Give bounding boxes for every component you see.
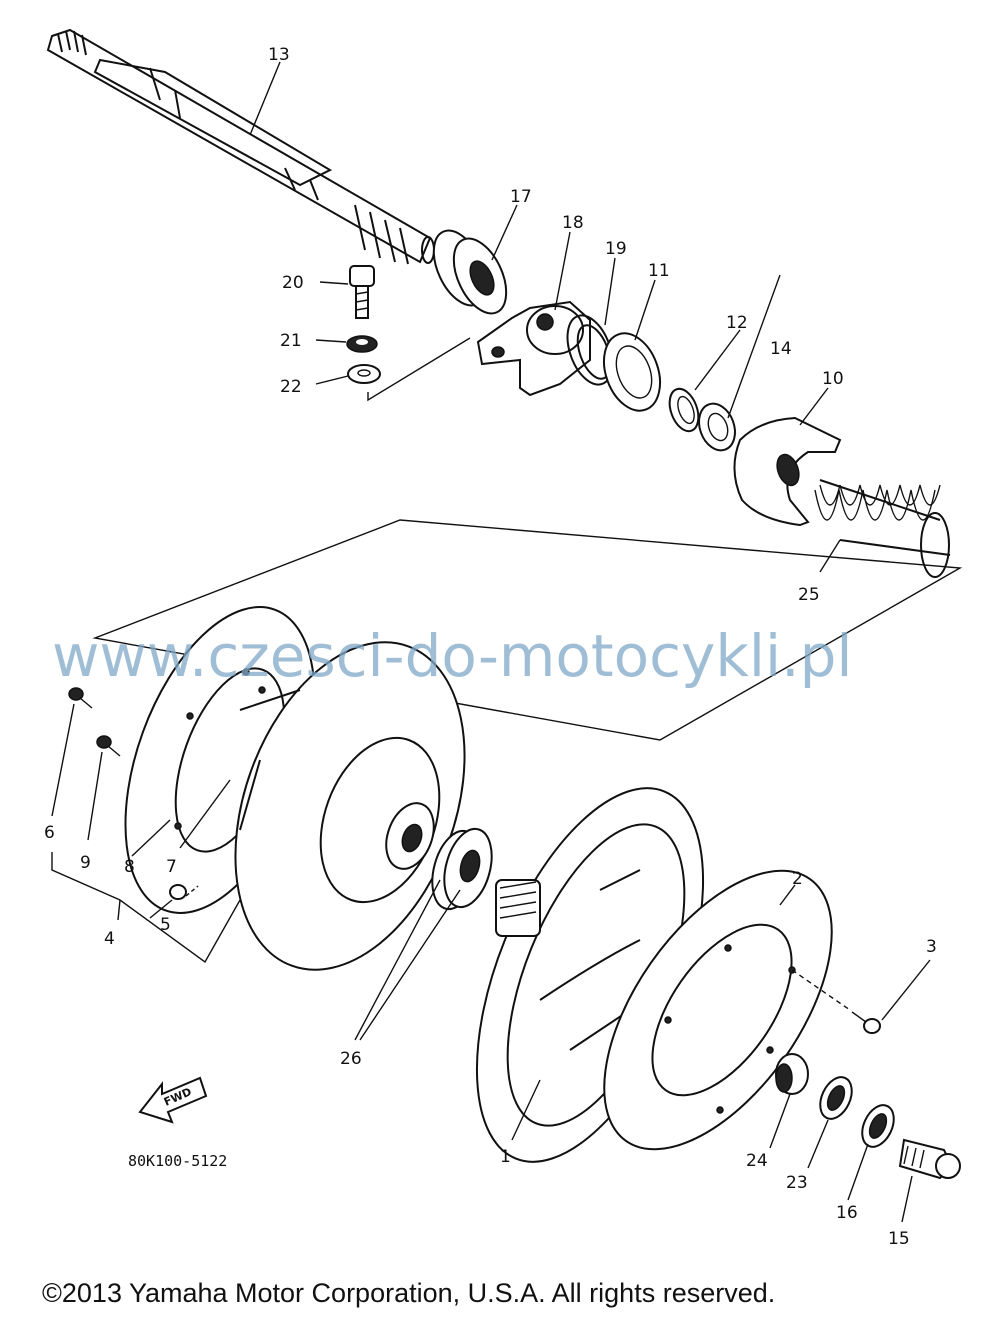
washer-part-16 [861, 1104, 895, 1148]
screw-part-6 [68, 687, 93, 709]
label-part-8: 8 [124, 857, 135, 877]
clip-part-12 [668, 387, 700, 433]
label-part-5: 5 [160, 915, 171, 935]
label-part-16: 16 [836, 1203, 858, 1223]
washer-part-11 [602, 332, 662, 412]
sheave-part-7 [234, 641, 466, 971]
label-part-25: 25 [798, 585, 820, 605]
sheave-part-1 [475, 787, 705, 1163]
spring-part-25 [814, 479, 951, 578]
collar-part-24 [775, 1053, 809, 1095]
label-part-21: 21 [280, 331, 302, 351]
bolt-part-20 [349, 265, 375, 319]
washer-part-14 [698, 402, 736, 452]
screw-part-5 [169, 884, 199, 900]
label-part-6: 6 [44, 823, 55, 843]
bolt-part-15 [898, 1138, 961, 1180]
label-part-22: 22 [280, 377, 302, 397]
copyright-text: ©2013 Yamaha Motor Corporation, U.S.A. A… [42, 1278, 775, 1308]
screw-part-9 [96, 735, 121, 757]
label-part-15: 15 [888, 1229, 910, 1249]
label-part-3: 3 [926, 937, 937, 957]
washer-part-23 [819, 1076, 853, 1120]
watermark-text: www.czesci-do-motocykli.pl [52, 622, 853, 690]
label-part-11: 11 [648, 261, 670, 281]
bracket-part-18 [476, 300, 591, 397]
label-part-17: 17 [510, 187, 532, 207]
washer-part-22 [347, 364, 381, 384]
label-part-2: 2 [792, 869, 803, 889]
label-part-7: 7 [166, 857, 177, 877]
diagram-code: 80K100-5122 [128, 1152, 227, 1170]
label-part-1: 1 [500, 1147, 511, 1167]
shaft-part-13 [46, 28, 435, 265]
label-part-13: 13 [268, 45, 290, 65]
label-part-14: 14 [770, 339, 792, 359]
seal-part-26 [431, 827, 493, 911]
label-part-9: 9 [80, 853, 91, 873]
label-part-19: 19 [605, 239, 627, 259]
screw-part-3 [851, 1011, 881, 1034]
label-part-26: 26 [340, 1049, 362, 1069]
label-part-23: 23 [786, 1173, 808, 1193]
label-part-20: 20 [282, 273, 304, 293]
cam-part-10 [733, 416, 842, 527]
label-part-12: 12 [726, 313, 748, 333]
label-part-10: 10 [822, 369, 844, 389]
label-part-24: 24 [746, 1151, 768, 1171]
forward-arrow-icon: FWD [138, 1076, 208, 1124]
label-part-18: 18 [562, 213, 584, 233]
washer-part-21 [346, 335, 378, 353]
leader-lines [51, 61, 931, 1223]
label-part-4: 4 [104, 929, 115, 949]
